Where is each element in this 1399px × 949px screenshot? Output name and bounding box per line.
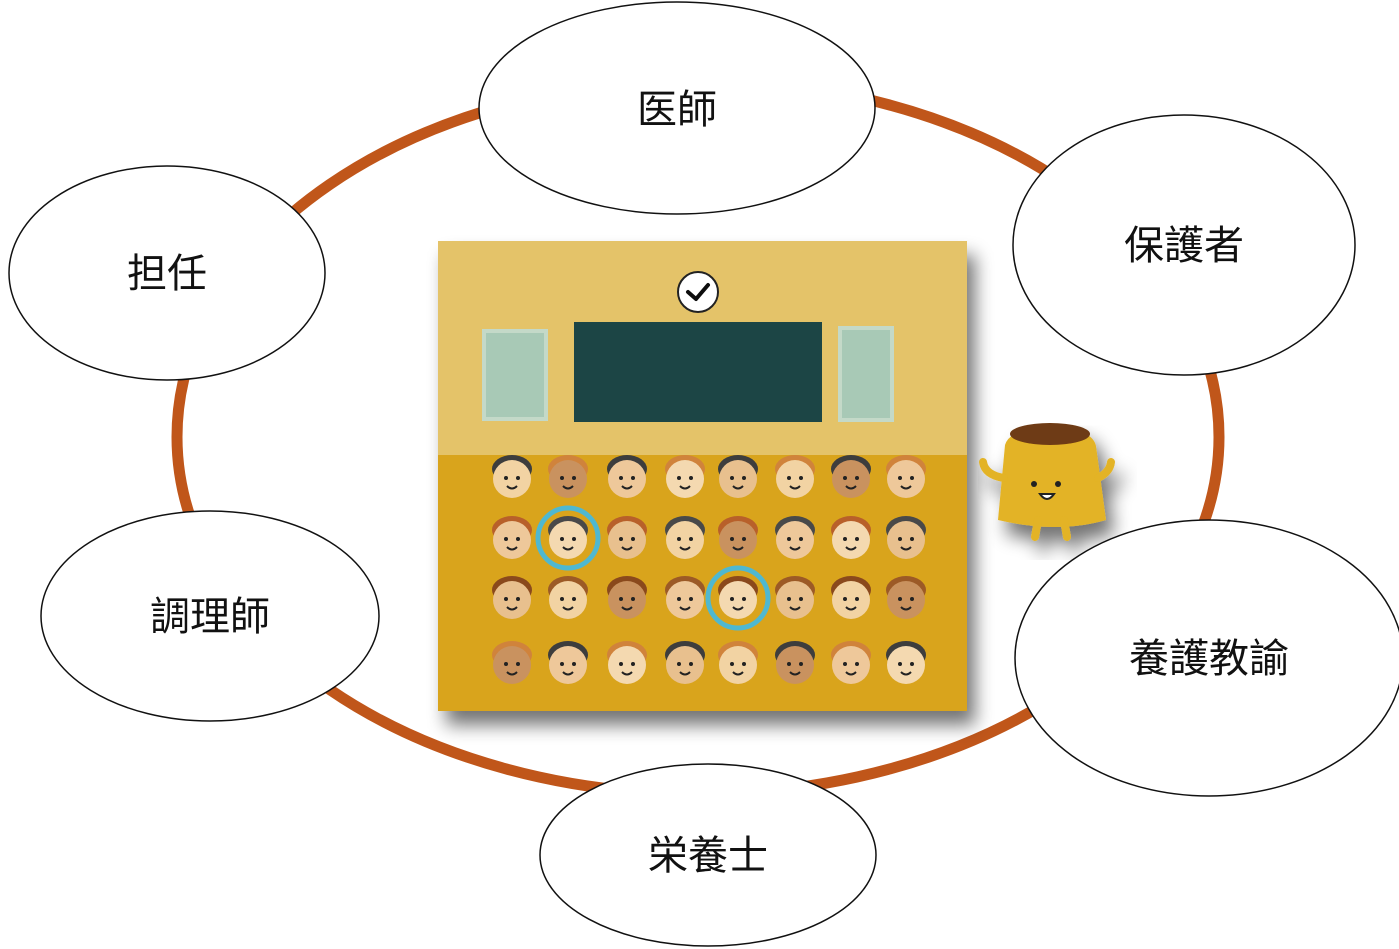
student-face [831, 516, 871, 559]
student-face [492, 576, 532, 619]
student-face [775, 641, 815, 684]
node-dietitian-ellipse [539, 763, 877, 947]
node-school-nurse-ellipse [1014, 519, 1399, 797]
highlight-circle [535, 505, 601, 571]
node-doctor-label: 医師 [637, 87, 717, 133]
student-face [607, 516, 647, 559]
student-face [831, 641, 871, 684]
node-guardian: 保護者 [1012, 114, 1356, 376]
clock-icon [677, 271, 719, 313]
node-homeroom-ellipse [8, 165, 326, 381]
pudding-mascot-icon [979, 423, 1115, 541]
window-left [482, 329, 548, 421]
node-guardian-label: 保護者 [1124, 223, 1244, 269]
student-face [548, 455, 588, 498]
node-homeroom-teacher: 担任 [8, 165, 326, 381]
node-dietitian: 栄養士 [539, 763, 877, 947]
student-face [705, 565, 771, 631]
classroom-illustration [438, 241, 967, 711]
student-face [665, 576, 705, 619]
student-face [775, 576, 815, 619]
student-faces [492, 455, 926, 684]
student-face [607, 641, 647, 684]
student-face [886, 455, 926, 498]
student-face [718, 641, 758, 684]
student-face [492, 455, 532, 498]
student-face [886, 576, 926, 619]
node-school-nurse: 養護教諭 [1014, 519, 1399, 797]
node-cook-label: 調理師 [150, 594, 270, 640]
student-face [535, 505, 601, 571]
student-face [665, 455, 705, 498]
student-face [718, 455, 758, 498]
student-face [831, 576, 871, 619]
student-face [548, 576, 588, 619]
node-doctor-ellipse [478, 1, 876, 215]
student-face [886, 641, 926, 684]
window-right [838, 326, 894, 422]
blackboard [574, 322, 822, 422]
node-dietitian-label: 栄養士 [648, 833, 768, 879]
student-face [886, 516, 926, 559]
node-cook: 調理師 [40, 510, 380, 722]
node-guardian-ellipse [1012, 114, 1356, 376]
student-face [607, 455, 647, 498]
node-homeroom-label: 担任 [127, 251, 207, 297]
node-doctor: 医師 [478, 1, 876, 215]
student-face [548, 641, 588, 684]
highlight-circle [705, 565, 771, 631]
student-face [492, 516, 532, 559]
student-face [492, 641, 532, 684]
student-face [831, 455, 871, 498]
student-face [775, 516, 815, 559]
student-face [665, 516, 705, 559]
student-face [665, 641, 705, 684]
student-face [718, 516, 758, 559]
student-face [775, 455, 815, 498]
student-face [607, 576, 647, 619]
node-school-nurse-label: 養護教諭 [1129, 636, 1289, 682]
node-cook-ellipse [40, 510, 380, 722]
